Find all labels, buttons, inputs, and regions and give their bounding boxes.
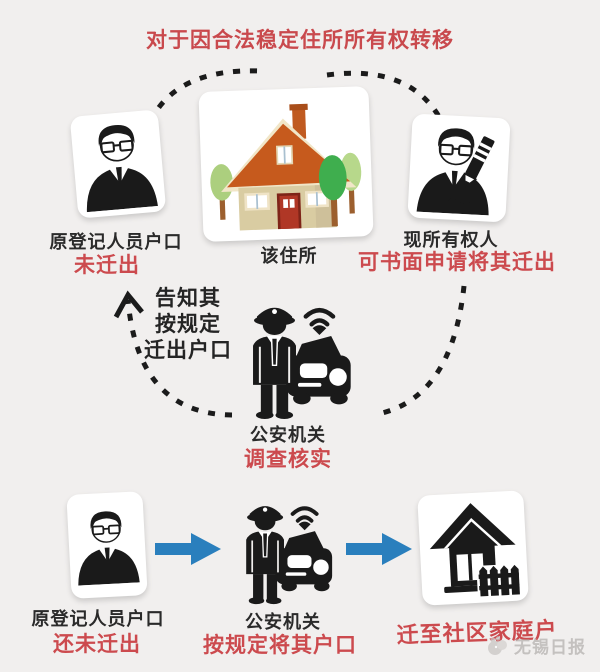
person-suit-icon	[70, 494, 145, 595]
person-writing-icon	[411, 117, 506, 219]
residence-card	[198, 86, 374, 242]
notice-text: 告知其 按规定 迁出户口	[139, 285, 237, 363]
right-arrow-icon	[155, 529, 221, 569]
current-owner-label: 现所有权人	[403, 230, 499, 251]
page-title: 对于因合法稳定住所所有权转移	[146, 28, 454, 52]
bottom-registrant-card	[66, 491, 148, 599]
right-arrow-icon	[346, 529, 412, 569]
watermark: 无锡日报	[486, 633, 586, 658]
bottom-registrant-status: 还未迁出	[53, 632, 141, 656]
notice-line: 按规定	[155, 312, 221, 336]
original-registrant-label: 原登记人员户口	[49, 232, 183, 253]
newspaper-logo-icon	[488, 635, 507, 655]
bottom-agency-label: 公安机关	[245, 612, 321, 633]
notice-line: 迁出户口	[144, 338, 232, 362]
bottom-agency-status: 按规定将其户口	[203, 633, 357, 657]
watermark-text: 无锡日报	[514, 638, 586, 658]
agency-label: 公安机关	[250, 425, 326, 446]
original-registrant-card	[69, 109, 167, 219]
residence-label: 该住所	[260, 246, 318, 267]
current-owner-card	[407, 113, 511, 223]
agency-status: 调查核实	[244, 447, 332, 471]
dashed-curve-owner-to-police	[377, 285, 467, 417]
person-suit-icon	[73, 113, 162, 216]
original-registrant-status: 未迁出	[74, 253, 140, 277]
current-owner-status: 可书面申请将其迁出	[358, 250, 556, 274]
community-house-card	[417, 490, 529, 606]
police-officer-car-icon	[237, 295, 355, 420]
house-illustration-icon	[205, 91, 366, 237]
bottom-registrant-label: 原登记人员户口	[31, 609, 165, 630]
police-officer-car-icon	[232, 495, 336, 605]
notice-line: 告知其	[155, 286, 221, 310]
community-house-icon	[422, 494, 525, 602]
